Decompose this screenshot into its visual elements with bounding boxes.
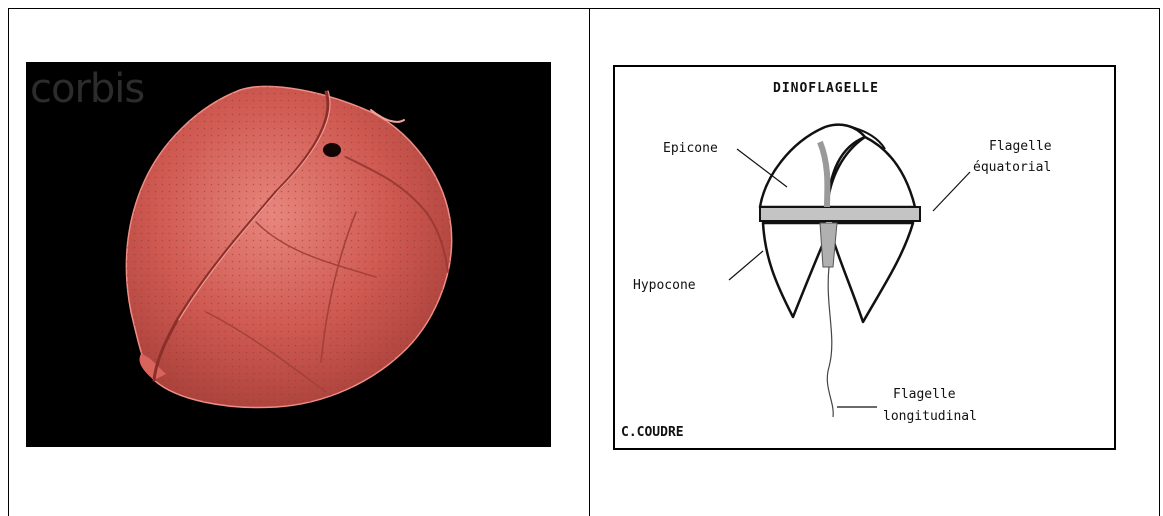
dinoflagellate-micrograph: corbis xyxy=(26,62,551,447)
label-flagelle-longitudinal-line2: longitudinal xyxy=(883,409,977,424)
credit-label: C.COUDRE xyxy=(621,425,684,440)
flagellar-pore xyxy=(323,143,341,157)
label-flagelle-equatorial-line1: Flagelle xyxy=(989,139,1052,154)
longitudinal-flagellum xyxy=(827,267,833,417)
hypocone-shape xyxy=(763,223,913,322)
sulcus-groove xyxy=(820,223,837,267)
corbis-watermark: corbis xyxy=(30,66,144,112)
dinoflagellate-cell-illustration xyxy=(26,62,551,447)
label-epicone: Epicone xyxy=(663,141,718,156)
diagram-title: DINOFLAGELLE xyxy=(773,81,879,96)
label-hypocone: Hypocone xyxy=(633,278,696,293)
dinoflagellate-diagram: DINOFLAGELLE Epicone Hypocone Flagelle é… xyxy=(613,65,1116,450)
table-column-divider xyxy=(589,8,590,516)
cell-body xyxy=(126,86,451,407)
epicone-shape xyxy=(760,125,915,207)
label-flagelle-longitudinal-line1: Flagelle xyxy=(893,387,956,402)
equatorial-groove xyxy=(760,142,920,221)
label-flagelle-equatorial-line2: équatorial xyxy=(973,160,1051,175)
dinoflagellate-schematic xyxy=(615,67,1114,448)
